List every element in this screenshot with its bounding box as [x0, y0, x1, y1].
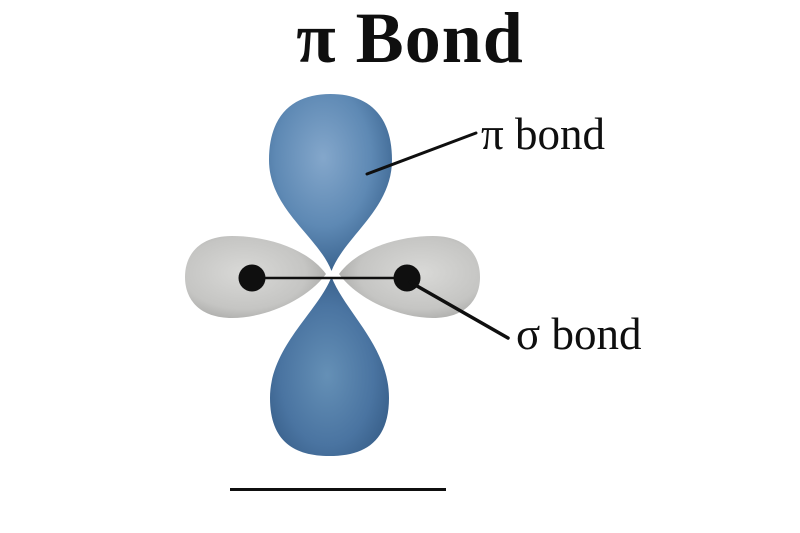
pi-label-leader-line — [365, 131, 478, 176]
pi-bond-label: π bond — [481, 109, 605, 159]
page-title: π Bond — [296, 0, 524, 78]
p-orbital-bottom-lobe — [270, 277, 389, 456]
sigma-label-leader-line — [408, 280, 510, 340]
nucleus-dot-left — [238, 264, 266, 292]
p-orbital-top-lobe — [269, 94, 392, 271]
sigma-bond-label: σ bond — [516, 309, 642, 359]
